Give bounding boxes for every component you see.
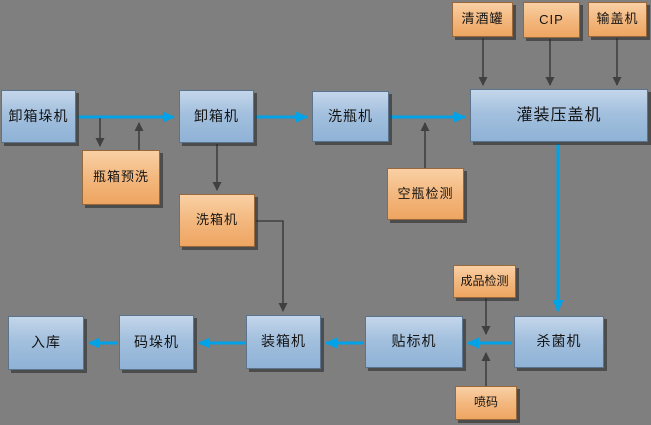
node-cap-feeder-label: 输盖机	[596, 11, 639, 27]
node-empty-bottle-inspection: 空瓶检测	[387, 168, 464, 220]
node-crate-washer-label: 洗箱机	[195, 212, 238, 228]
node-labeler-label: 贴标机	[391, 333, 437, 350]
node-inkjet-coder-label: 喷码	[473, 395, 498, 410]
node-warehouse-label: 入库	[31, 334, 61, 351]
node-inkjet-coder: 喷码	[455, 386, 517, 420]
node-product-inspection: 成品检测	[453, 265, 516, 298]
node-case-packer: 装箱机	[246, 315, 321, 369]
node-bottle-washer: 洗瓶机	[312, 91, 389, 142]
node-pasteurizer-label: 杀菌机	[536, 333, 582, 350]
node-bright-beer-tank-label: 清酒罐	[461, 11, 504, 27]
node-decrater: 卸箱机	[179, 90, 254, 143]
node-empty-bottle-inspection-label: 空瓶检测	[397, 185, 454, 201]
node-crate-prewash: 瓶箱预洗	[82, 150, 160, 205]
node-bright-beer-tank: 清酒罐	[452, 2, 513, 37]
node-filler-capper-label: 灌装压盖机	[516, 106, 602, 124]
arrow-crate-washer-to-case-packer	[256, 220, 288, 312]
node-bottle-washer-label: 洗瓶机	[328, 107, 373, 124]
node-cip-label: CIP	[539, 11, 564, 27]
node-crate-prewash-label: 瓶箱预洗	[92, 169, 149, 185]
node-depalletizer-label: 卸箱垛机	[8, 107, 69, 124]
node-cip: CIP	[523, 2, 580, 38]
node-filler-capper: 灌装压盖机	[470, 89, 648, 142]
node-palletizer: 码垛机	[119, 315, 194, 370]
node-crate-washer: 洗箱机	[179, 194, 255, 247]
node-pasteurizer: 杀菌机	[514, 316, 604, 368]
node-case-packer-label: 装箱机	[261, 333, 306, 350]
node-cap-feeder: 输盖机	[588, 2, 647, 37]
node-palletizer-label: 码垛机	[134, 333, 179, 350]
node-product-inspection-label: 成品检测	[460, 273, 509, 288]
node-labeler: 贴标机	[365, 316, 463, 368]
node-depalletizer: 卸箱垛机	[1, 90, 76, 143]
node-decrater-label: 卸箱机	[194, 107, 239, 124]
node-warehouse: 入库	[8, 316, 84, 370]
